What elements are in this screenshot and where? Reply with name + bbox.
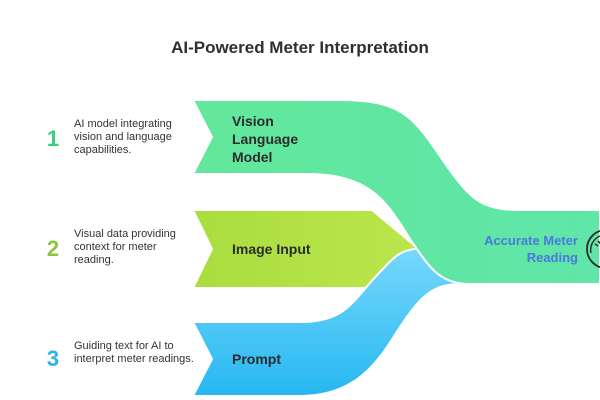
gauge-icon [586,230,600,268]
vision-language-model-band [191,99,600,285]
diagram-title: AI-Powered Meter Interpretation [171,38,429,57]
step-description-2: Visual data providing context for meter … [74,228,176,266]
step-number-1: 1 [46,126,60,151]
step-description-3: Guiding text for AI to interpret meter r… [74,340,194,365]
step-number-2: 2 [46,236,60,261]
step-label-image-input: Image Input [232,241,311,257]
step-description-1: AI model integrating vision and language… [74,118,172,156]
step-number-3: 3 [46,346,60,371]
step-label-prompt: Prompt [232,351,281,367]
step-label-vision-language-model: Vision Language Model [232,113,299,165]
outcome-label: Accurate Meter Reading [484,233,578,265]
